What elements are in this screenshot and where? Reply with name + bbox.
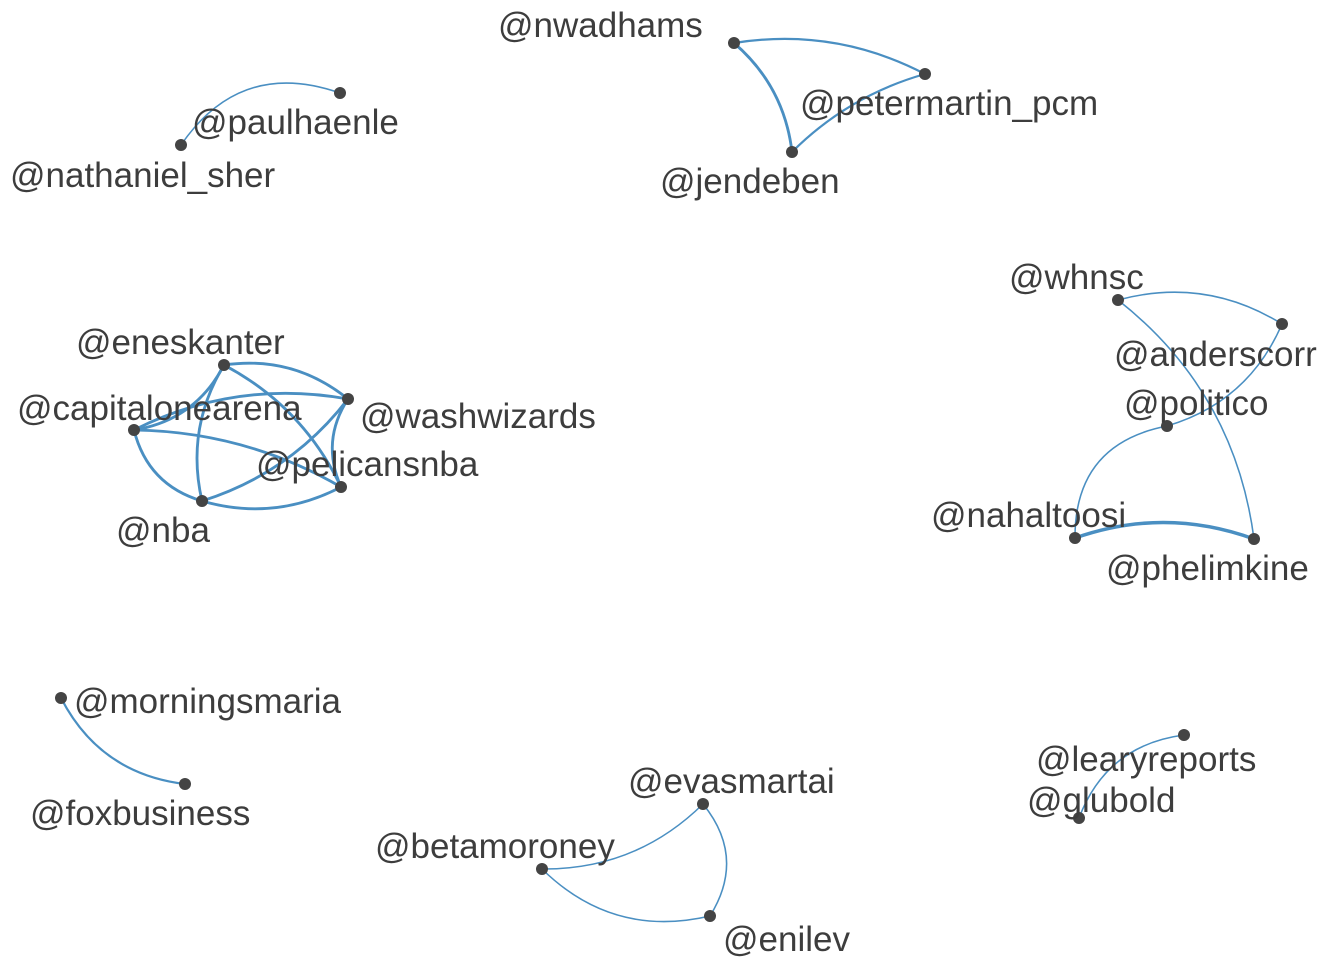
node-eneskanter — [218, 359, 230, 371]
node-label-politico: @politico — [1124, 384, 1268, 423]
node-label-morningsmaria: @morningsmaria — [74, 682, 342, 721]
edge-evasmartai-enilev — [702, 803, 728, 917]
node-label-paulhaenle: @paulhaenle — [192, 103, 399, 142]
edge-capitalonearena-nba — [132, 428, 204, 503]
edge-washwizards-nba — [200, 397, 350, 503]
edge-glubold-learyreports — [1078, 734, 1185, 819]
edge-betamoroney-enilev — [541, 868, 711, 923]
edge-capitalonearena-washwizards — [132, 391, 350, 432]
node-learyreports — [1178, 729, 1190, 741]
node-label-capitalonearena: @capitalonearena — [17, 389, 302, 428]
labels-layer: @nwadhams @petermartin_pcm @jendeben @paulh… — [10, 6, 1317, 959]
node-label-phelimkine: @phelimkine — [1106, 549, 1309, 588]
edge-whnsc-anderscorr — [1117, 291, 1283, 325]
node-evasmartai — [697, 798, 709, 810]
edge-morningsmaria-foxbusiness — [59, 696, 187, 786]
node-label-nba: @nba — [116, 511, 210, 550]
node-capitalonearena — [128, 424, 140, 436]
edge-nahaltoosi-phelimkine — [1073, 520, 1256, 541]
edge-eneskanter-washwizards — [222, 361, 350, 401]
node-label-whnsc: @whnsc — [1009, 258, 1144, 297]
nodes-layer — [55, 37, 1288, 922]
node-politico — [1161, 420, 1173, 432]
node-label-learyreports: @learyreports — [1036, 740, 1256, 779]
node-nathaniel_sher — [175, 139, 187, 151]
node-label-washwizards: @washwizards — [360, 397, 596, 436]
node-whnsc — [1112, 294, 1124, 306]
node-nwadhams — [728, 37, 740, 49]
node-paulhaenle — [334, 87, 346, 99]
edge-betamoroney-evasmartai — [541, 803, 704, 870]
edges-layer — [59, 37, 1283, 923]
node-label-eneskanter: @eneskanter — [76, 323, 285, 362]
node-label-jendeben: @jendeben — [660, 162, 840, 201]
edge-whnsc-phelimkine — [1117, 299, 1255, 540]
edge-petermartin_pcm-jendeben — [790, 72, 927, 154]
node-label-nathaniel_sher: @nathaniel_sher — [10, 156, 275, 195]
node-label-evasmartai: @evasmartai — [628, 762, 835, 801]
node-foxbusiness — [179, 778, 191, 790]
node-nahaltoosi — [1069, 532, 1081, 544]
edge-eneskanter-nba — [195, 363, 226, 503]
node-morningsmaria — [55, 692, 67, 704]
node-phelimkine — [1248, 533, 1260, 545]
edge-nathaniel_sher-paulhaenle — [180, 82, 341, 146]
node-label-nwadhams: @nwadhams — [498, 6, 703, 45]
edge-nwadhams-jendeben — [732, 41, 794, 154]
node-label-enilev: @enilev — [723, 920, 850, 959]
edge-capitalonearena-pelicansnba — [132, 428, 343, 489]
edge-nwadhams-petermartin_pcm — [732, 37, 927, 76]
edge-eneskanter-pelicansnba — [222, 363, 343, 489]
edge-anderscorr-politico — [1166, 323, 1283, 427]
node-label-glubold: @glubold — [1027, 781, 1175, 820]
node-label-anderscorr: @anderscorr — [1114, 335, 1317, 374]
node-nba — [196, 495, 208, 507]
node-pelicansnba — [335, 481, 347, 493]
node-washwizards — [342, 393, 354, 405]
node-glubold — [1073, 812, 1085, 824]
node-label-petermartin_pcm: @petermartin_pcm — [800, 84, 1098, 123]
edge-politico-nahaltoosi — [1074, 425, 1168, 539]
node-label-nahaltoosi: @nahaltoosi — [931, 496, 1126, 535]
edge-pelicansnba-nba — [200, 485, 343, 511]
node-jendeben — [786, 146, 798, 158]
node-petermartin_pcm — [919, 68, 931, 80]
node-label-betamoroney: @betamoroney — [375, 827, 615, 866]
node-label-foxbusiness: @foxbusiness — [30, 794, 250, 833]
node-enilev — [704, 910, 716, 922]
node-betamoroney — [536, 863, 548, 875]
node-anderscorr — [1276, 318, 1288, 330]
node-label-pelicansnba: @pelicansnba — [256, 445, 479, 484]
